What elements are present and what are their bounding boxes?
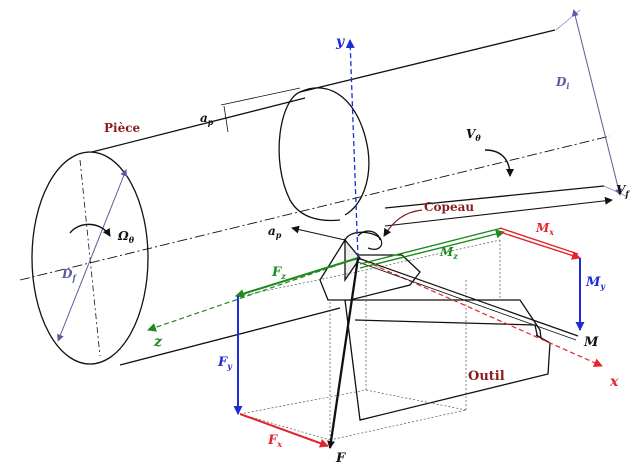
label-copeau: Copeau [424,200,474,214]
label-fz: Fz [271,265,286,281]
workpiece-small-cylinder [31,97,341,366]
ap-top-dimension [220,87,301,133]
v0-rotation-arrow [484,149,514,177]
x-axis-line [357,257,603,367]
label-v0: Vθ [466,127,481,143]
label-mx: Mx [535,221,554,237]
fx-vector [239,413,329,448]
label-point-f: F [335,451,346,464]
vf-feed-arrow [384,196,613,227]
z-axis-line [147,257,359,332]
label-ap-top: ap [200,111,214,127]
label-point-m: M [583,335,599,350]
label-x-axis: x [609,374,619,390]
label-z-axis: z [153,334,163,350]
mx-vector [499,231,581,260]
omega-rotation-arrow [69,223,111,237]
label-fx: Fx [267,433,282,449]
ap-mid-arrow [291,225,346,241]
label-my: My [585,275,606,291]
df-dimension-line [57,169,128,342]
label-omega: Ωθ [117,229,135,245]
label-fy: Fy [217,355,233,371]
label-vf: Vf [616,183,630,199]
projection-construction-lines [239,239,501,441]
label-outil: Outil [468,369,505,384]
copeau-pointer [383,209,423,237]
mz-vector-line-a [359,227,503,265]
f-resultant-vector [327,257,360,449]
label-mz: Mz [439,245,458,261]
di-dimension [555,9,627,197]
fz-vector [235,257,359,298]
y-axis-line [345,39,359,259]
label-y-axis: y [335,34,345,50]
label-piece: Pièce [104,121,141,135]
mz-vector [359,229,505,269]
label-df: Df [61,267,77,283]
label-ap-mid: ap [268,224,282,240]
m-vector-line [357,257,579,337]
mx-vector-line-a [499,227,579,255]
m-vector-line-shadow [357,261,577,341]
workpiece-large-cylinder [278,29,605,222]
rotation-axis [19,135,611,281]
label-di: Di [555,75,569,91]
